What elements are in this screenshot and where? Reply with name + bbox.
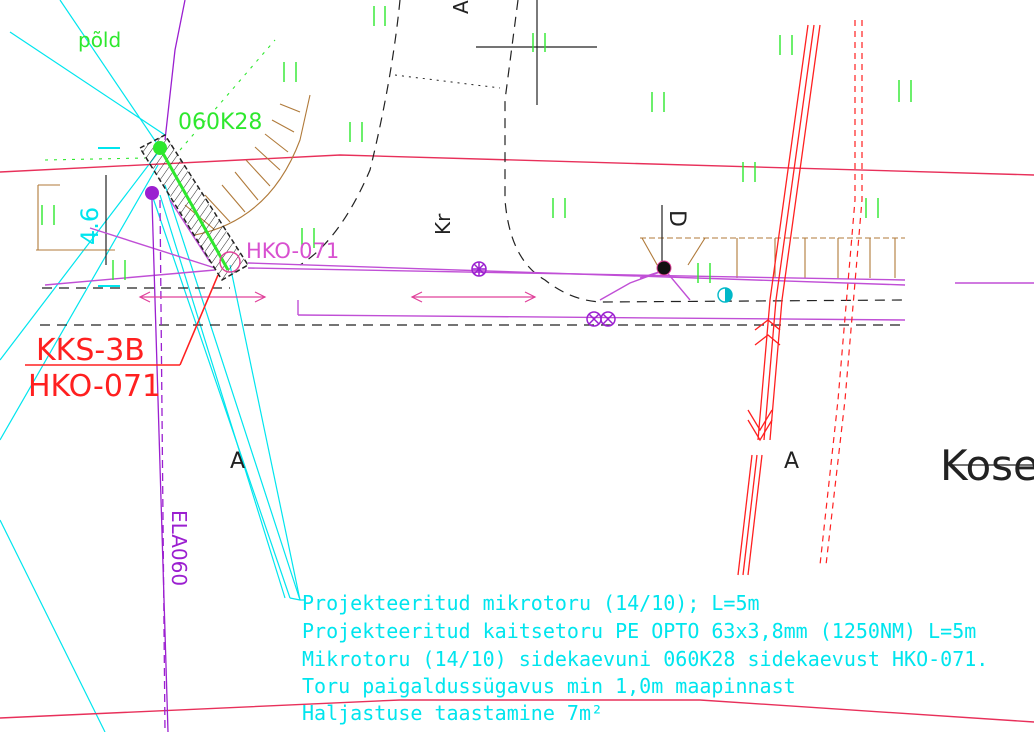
red-boundary-lines bbox=[0, 154, 1034, 723]
cable-junctions bbox=[471, 261, 616, 327]
road-kr-label: Kr bbox=[431, 213, 455, 235]
cyan-leader-lines bbox=[0, 0, 305, 732]
grass-marks bbox=[41, 6, 912, 283]
note-line-2: Projekteeritud kaitsetoru PE OPTO 63x3,8… bbox=[302, 619, 976, 643]
kks-3b-label: KKS-3B bbox=[36, 333, 145, 368]
purple-cable-ela060 bbox=[151, 0, 186, 732]
manhole-060k28-label: 060K28 bbox=[178, 110, 262, 135]
field-label: põld bbox=[78, 28, 121, 52]
dimension-marker bbox=[98, 147, 120, 287]
red-triple-cable bbox=[737, 24, 821, 576]
black-dotted-line bbox=[394, 74, 501, 89]
pink-arrows bbox=[138, 291, 537, 303]
letter-a-top: A bbox=[449, 0, 473, 14]
utility-poles bbox=[656, 260, 733, 303]
letter-a-right: A bbox=[784, 449, 799, 474]
street-name-label: Kose bbox=[940, 441, 1034, 490]
dimension-label: 4.6 bbox=[76, 207, 104, 245]
manhole-060k28 bbox=[138, 134, 250, 282]
note-line-4: Toru paigaldussügavus min 1,0m maapinnas… bbox=[302, 674, 796, 698]
cable-ela060-label: ELA060 bbox=[167, 510, 191, 586]
manhole-hko071-label: HKO-071 bbox=[246, 239, 339, 263]
note-line-3: Mikrotoru (14/10) sidekaevuni 060K28 sid… bbox=[302, 647, 988, 671]
green-dotted-lines bbox=[44, 39, 276, 161]
red-dashed-road bbox=[819, 20, 863, 566]
notes-block: Projekteeritud mikrotoru (14/10); L=5m P… bbox=[302, 591, 988, 725]
note-line-5: Haljastuse taastamine 7m² bbox=[302, 701, 603, 725]
black-solid-lines bbox=[105, 0, 1034, 466]
note-line-1: Projekteeritud mikrotoru (14/10); L=5m bbox=[302, 591, 760, 615]
magenta-cables bbox=[44, 199, 1034, 321]
letter-d-label: D bbox=[664, 210, 689, 227]
hko-071-label: HKO-071 bbox=[28, 369, 161, 404]
letter-a-left: A bbox=[230, 449, 245, 474]
kks-leader bbox=[25, 274, 219, 366]
